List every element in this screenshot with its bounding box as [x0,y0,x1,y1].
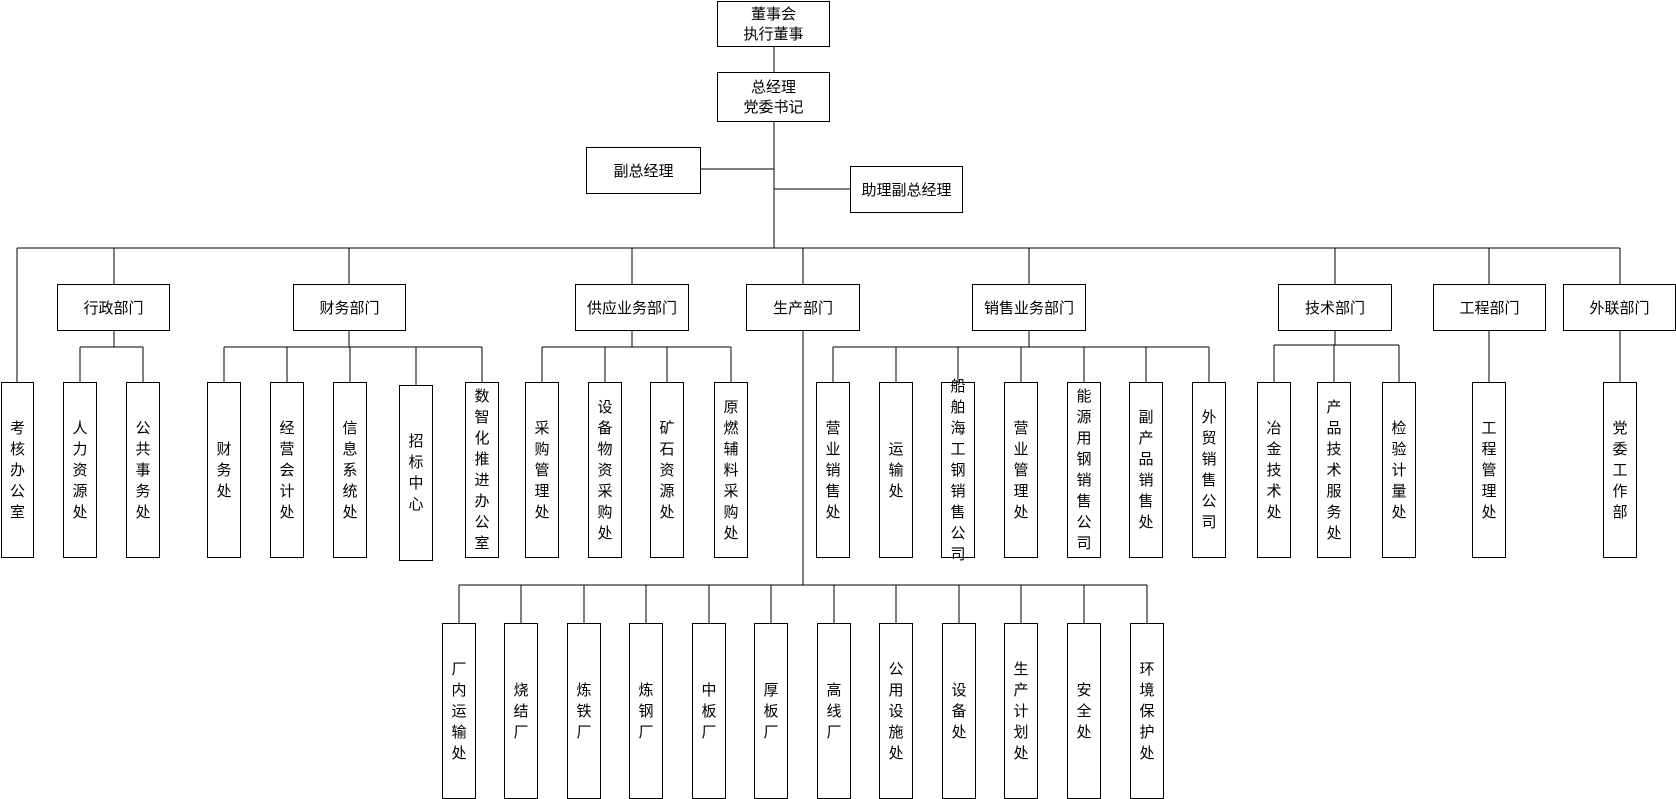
department-box-supply: 供应业务部门 [575,284,689,331]
unit-label: 外贸销售公司 [1201,408,1217,531]
unit-label: 船舶海工钢销售公司 [950,376,966,563]
unit-box: 船舶海工钢销售公司 [941,377,975,563]
department-label: 销售业务部门 [983,298,1074,317]
unit-label: 营业销售处 [825,418,841,521]
unit-box: 原燃辅料采购处 [714,382,748,558]
department-box-sales: 销售业务部门 [972,284,1086,331]
unit-label: 炼钢厂 [638,680,654,741]
unit-box: 检验计量处 [1382,382,1416,558]
unit-label: 经营会计处 [279,418,295,521]
assistant-gm-box: 助理副总经理 [850,166,963,213]
unit-label: 公用设施处 [888,659,904,762]
unit-label: 冶金技术处 [1266,418,1282,521]
unit-box: 厂内运输处 [442,623,476,799]
unit-label: 设备物资采购处 [597,397,613,542]
unit-box: 安全处 [1067,623,1101,799]
unit-box: 环境保护处 [1130,623,1164,799]
unit-label: 采购管理处 [534,418,550,521]
department-label: 行政部门 [83,298,144,317]
unit-label: 厚板厂 [763,680,779,741]
unit-box: 营业销售处 [816,382,850,558]
board-box: 董事会 执行董事 [717,1,830,47]
unit-box: 工程管理处 [1472,382,1506,558]
unit-label: 人力资源处 [72,418,88,521]
department-label: 生产部门 [772,298,833,317]
unit-label: 高线厂 [826,680,842,741]
unit-box: 中板厂 [692,623,726,799]
unit-label: 能源用钢销售公司 [1076,387,1092,552]
department-box-admin: 行政部门 [57,284,170,331]
unit-label: 原燃辅料采购处 [723,397,739,542]
department-box-finance: 财务部门 [293,284,406,331]
unit-label: 招标中心 [408,432,424,513]
unit-box: 财务处 [207,382,241,558]
unit-label: 营业管理处 [1013,418,1029,521]
unit-label: 运输处 [888,439,904,500]
board-title: 董事会 [750,5,796,23]
unit-label: 厂内运输处 [451,659,467,762]
department-label: 财务部门 [319,298,380,317]
unit-box: 炼铁厂 [567,623,601,799]
general-manager-box: 总经理 党委书记 [717,72,830,122]
department-label: 外联部门 [1589,298,1650,317]
unit-box: 运输处 [879,382,913,558]
unit-box: 烧结厂 [504,623,538,799]
department-box-engineering: 工程部门 [1433,284,1546,331]
department-label: 工程部门 [1459,298,1520,317]
unit-label: 工程管理处 [1481,418,1497,521]
unit-label: 环境保护处 [1139,659,1155,762]
unit-label: 设备处 [951,680,967,741]
deputy-gm-label: 副总经理 [613,161,674,180]
unit-label: 考核办公室 [9,418,25,521]
unit-box: 厚板厂 [754,623,788,799]
unit-label: 党委工作部 [1612,418,1628,521]
unit-box: 人力资源处 [63,382,97,558]
department-label: 供应业务部门 [586,298,677,317]
unit-box: 采购管理处 [525,382,559,558]
unit-box-kaohe-office: 考核办公室 [1,382,34,558]
unit-label: 烧结厂 [513,680,529,741]
assistant-gm-label: 助理副总经理 [861,180,952,199]
unit-box: 党委工作部 [1603,382,1637,558]
unit-label: 安全处 [1076,680,1092,741]
unit-label: 公共事务处 [135,418,151,521]
unit-label: 财务处 [216,439,232,500]
unit-box: 冶金技术处 [1257,382,1291,558]
unit-box: 数智化推进办公室 [465,382,499,558]
unit-box: 营业管理处 [1004,382,1038,558]
unit-box: 副产品销售处 [1129,382,1163,558]
unit-box: 公共事务处 [126,382,160,558]
unit-box: 招标中心 [399,385,433,561]
department-box-external: 外联部门 [1563,284,1676,331]
unit-box: 设备处 [942,623,976,799]
executive-director-title: 执行董事 [743,25,804,43]
department-box-production: 生产部门 [746,284,860,331]
unit-box: 生产计划处 [1004,623,1038,799]
unit-box: 高线厂 [817,623,851,799]
unit-box: 信息系统处 [333,382,367,558]
department-box-technology: 技术部门 [1278,284,1392,331]
unit-box: 设备物资采购处 [588,382,622,558]
unit-box: 外贸销售公司 [1192,382,1226,558]
unit-label: 副产品销售处 [1138,408,1154,531]
unit-box: 经营会计处 [270,382,304,558]
unit-label: 信息系统处 [342,418,358,521]
unit-label: 中板厂 [701,680,717,741]
unit-box: 公用设施处 [879,623,913,799]
deputy-gm-box: 副总经理 [586,147,701,194]
unit-box: 能源用钢销售公司 [1067,382,1101,558]
party-secretary-title: 党委书记 [743,98,804,116]
unit-box: 产品技术服务处 [1317,382,1351,558]
unit-label: 矿石资源处 [659,418,675,521]
unit-box: 矿石资源处 [650,382,684,558]
unit-label: 炼铁厂 [576,680,592,741]
unit-label: 产品技术服务处 [1326,397,1342,542]
unit-label: 数智化推进办公室 [474,387,490,552]
unit-label: 生产计划处 [1013,659,1029,762]
unit-box: 炼钢厂 [629,623,663,799]
general-manager-title: 总经理 [750,78,796,96]
unit-label: 检验计量处 [1391,418,1407,521]
department-label: 技术部门 [1304,298,1365,317]
